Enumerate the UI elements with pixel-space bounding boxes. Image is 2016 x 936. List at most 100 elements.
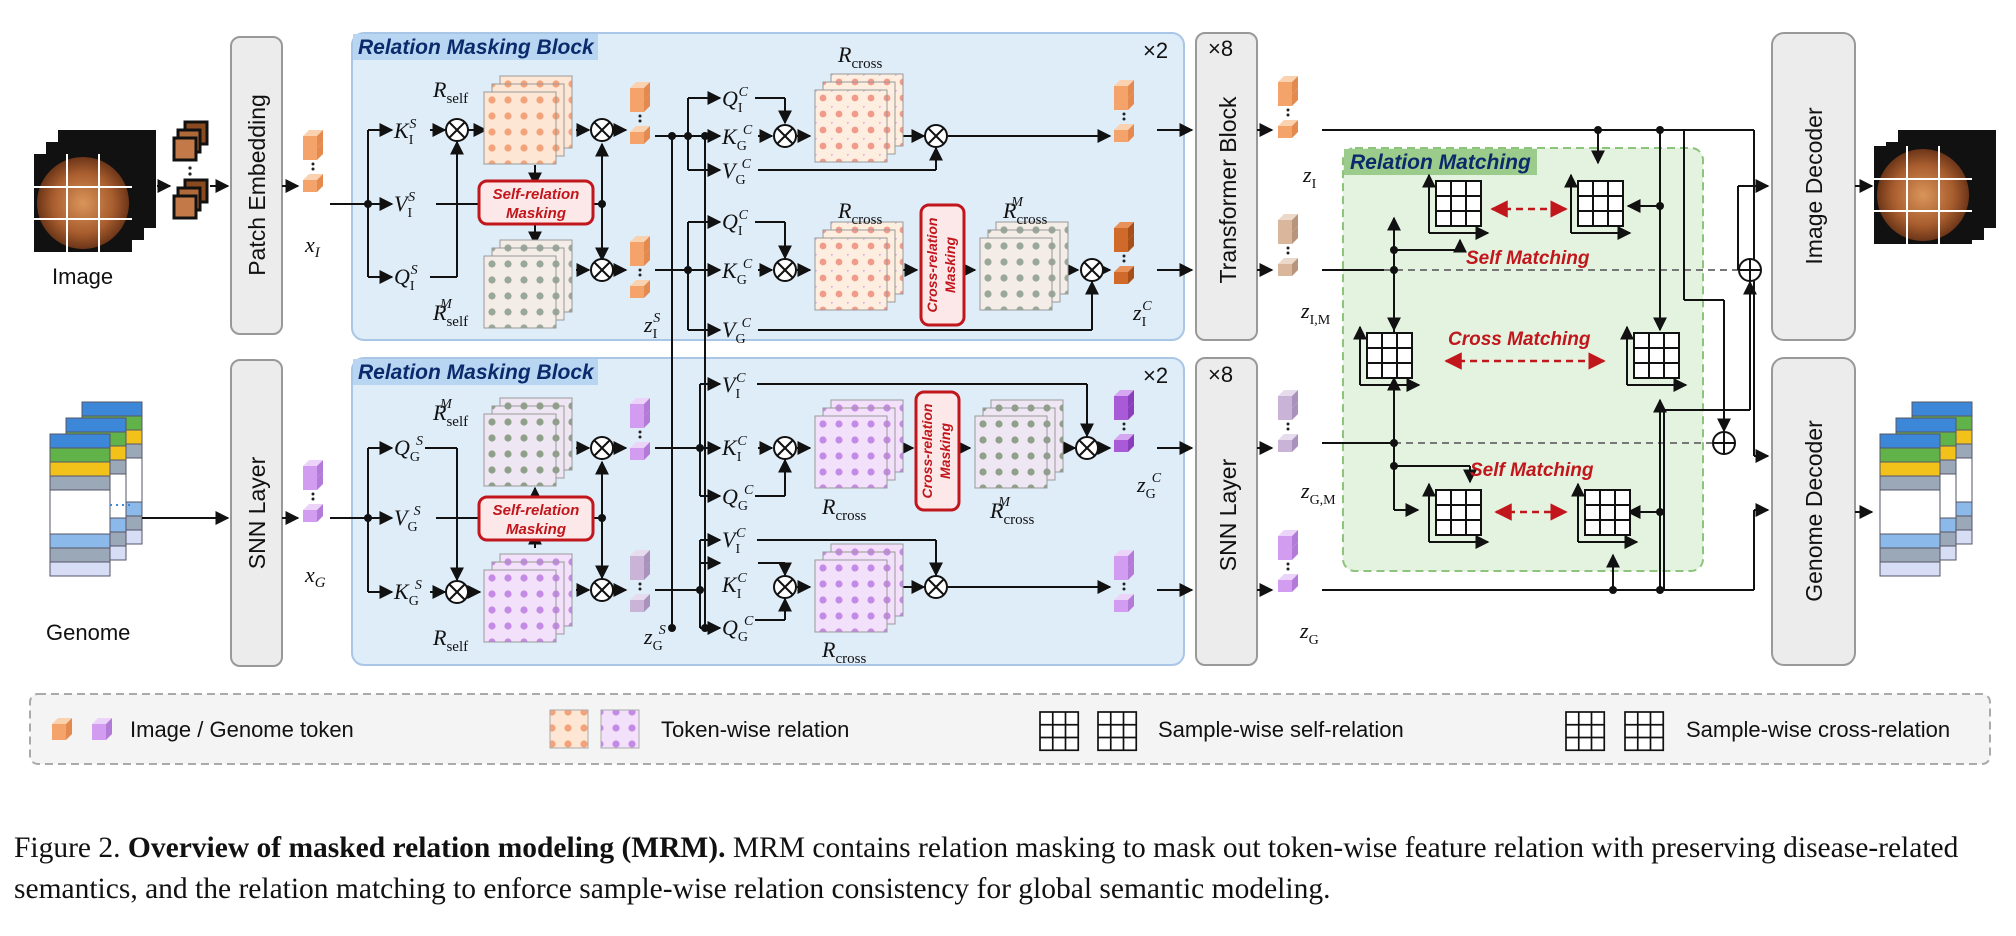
snn-layer-label-left: SNN Layer [244,456,270,569]
sample-self-matrix-image-masked [1429,175,1488,233]
multiply-op [773,436,797,460]
relation-cross-matrix-genome-1 [814,399,904,489]
legend-sample-cross-label: Sample-wise cross-relation [1686,717,1950,742]
relation-cross-matrix-image-2 [814,221,904,311]
transformer-block-module [1195,32,1258,341]
legend-relation-label: Token-wise relation [661,717,849,742]
label-r-self-image: Rself [432,77,468,107]
image-decoder-label: Image Decoder [1801,107,1827,265]
label-z-image-cross: zIC [1132,299,1152,330]
label-r-self-masked-image: RselfM [432,297,468,330]
relation-self-masked-matrix-image [483,239,573,329]
repeat-x2-top: ×2 [1143,38,1168,63]
legend-sample-cross-icon-1 [1565,711,1606,752]
image-input-icon [34,130,156,252]
caption-body: MRM contains relation masking to mask ou… [14,832,1959,905]
value-genome-self: VGS [394,504,421,535]
legend-token-icon-genome [92,718,112,740]
relation-self-matrix-image [483,75,573,165]
caption-label: Figure 2. [14,832,121,864]
multiply-op [773,258,797,282]
multiply-op [590,436,614,460]
self-relation-masking-top-line1: Self-relation [493,186,580,203]
relation-matching-title: Relation Matching [1350,151,1531,174]
snn-layer-module-left [230,359,283,667]
key-image-cross-4: KIC [721,571,747,602]
relation-masking-title-top: Relation Masking Block [358,36,595,59]
legend-relation-icon-purple [600,709,640,749]
self-matching-label-bottom: Self Matching [1470,460,1594,481]
query-genome-cross-4: QGC [722,614,754,645]
token-z-image-masked [1278,214,1298,276]
relation-cross-matrix-genome-2 [814,543,904,633]
label-r-cross-4: Rcross [821,637,866,667]
relation-cross-matrix-image-1 [814,73,904,163]
label-r-cross-2: Rcross [837,198,882,228]
label-r-self-masked-genome: RselfM [432,397,468,430]
token-z-genome-masked [1278,390,1298,452]
key-genome-cross-2: KGC [721,257,753,288]
multiply-op [590,118,614,142]
query-image-self: QIS [394,263,418,294]
patch-embedding-label: Patch Embedding [244,94,270,276]
value-image-cross-4: VIC [722,526,746,557]
label-x-genome: xG [304,562,326,591]
multiply-op [1075,436,1099,460]
relation-self-matrix-genome [483,553,573,643]
label-z-genome-masked: zG,M [1300,478,1336,508]
multiply-op [445,580,469,604]
label-r-self-genome: Rself [432,625,468,655]
cross-relation-masking-bottom [914,390,961,512]
sample-self-matrix-genome [1578,484,1637,542]
value-genome-cross-2: VGC [722,316,752,347]
snn-layer-module-right [1195,357,1258,666]
self-matching-label-top: Self Matching [1466,248,1590,269]
image-input-label: Image [52,264,113,289]
value-image-cross-3: VIC [722,371,746,402]
self-relation-masking-top-line2: Masking [506,205,566,222]
label-z-image-self: zIS [643,311,660,342]
mrm-overview-diagram: Relation Masking Block Relation Masking … [29,32,1996,765]
label-z-genome: zG [1299,618,1319,648]
image-output-icon [1874,130,1996,244]
relation-cross-masked-matrix-genome [974,399,1064,489]
sample-cross-matrix-masked [1360,327,1419,385]
label-r-cross-3: Rcross [821,494,866,524]
query-image-cross-1: QIC [722,85,749,116]
token-z-genome [1278,530,1298,592]
legend-token-icon-image [52,718,72,740]
genome-decoder-label: Genome Decoder [1801,420,1827,602]
multiply-op [590,258,614,282]
figure-caption: Figure 2. Overview of masked relation mo… [14,828,2009,910]
caption-title: Overview of masked relation modeling (MR… [127,832,726,864]
key-genome-self: KGS [393,578,422,609]
sample-self-matrix-image [1571,175,1630,233]
query-genome-cross-3: QGC [722,483,754,514]
self-relation-masking-bottom-line2: Masking [506,521,566,538]
cross-relation-masking-bottom-line1: Cross-relation [919,404,935,499]
legend-relation-icon-orange [549,709,589,749]
label-z-genome-self: zGS [643,623,666,654]
relation-masking-title-bottom-bg [353,359,598,385]
legend-sample-self-label: Sample-wise self-relation [1158,717,1404,742]
legend-sample-self-icon-purple [1097,711,1138,752]
relation-matching-title-bg [1344,149,1537,175]
multiply-op [773,124,797,148]
legend-box [29,693,1991,765]
genome-input-label: Genome [46,620,130,645]
key-image-cross-3: KIC [721,434,747,465]
sample-self-matrix-genome-masked [1429,484,1488,542]
cross-relation-masking-top-line1: Cross-relation [924,218,940,313]
token-z-image [1278,76,1298,138]
query-genome-self: QGS [394,434,423,465]
value-image-self: VIS [394,190,415,221]
token-x-image [303,130,323,192]
multiply-op [924,575,948,599]
relation-masking-title-top-bg [353,34,598,60]
relation-cross-masked-matrix-image [979,221,1069,311]
cross-relation-masking-top-line2: Masking [942,237,958,293]
add-op [1738,258,1762,282]
relation-self-masked-matrix-genome [483,397,573,487]
snn-layer-label-right: SNN Layer [1215,458,1241,571]
legend-sample-cross-icon-2 [1624,711,1665,752]
